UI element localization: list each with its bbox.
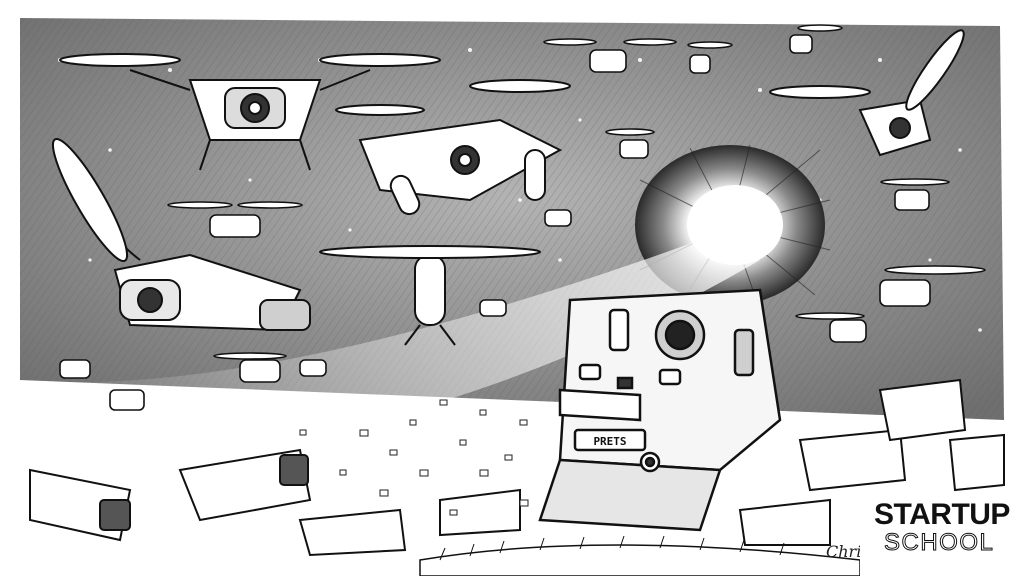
brand-watermark-box: [860, 492, 1024, 576]
device-label: PRETS: [593, 435, 626, 448]
brand-title: STARTUP: [874, 498, 1010, 531]
brand-subtitle: SCHOOL: [883, 529, 995, 556]
artist-signature: Chris: [826, 542, 870, 561]
